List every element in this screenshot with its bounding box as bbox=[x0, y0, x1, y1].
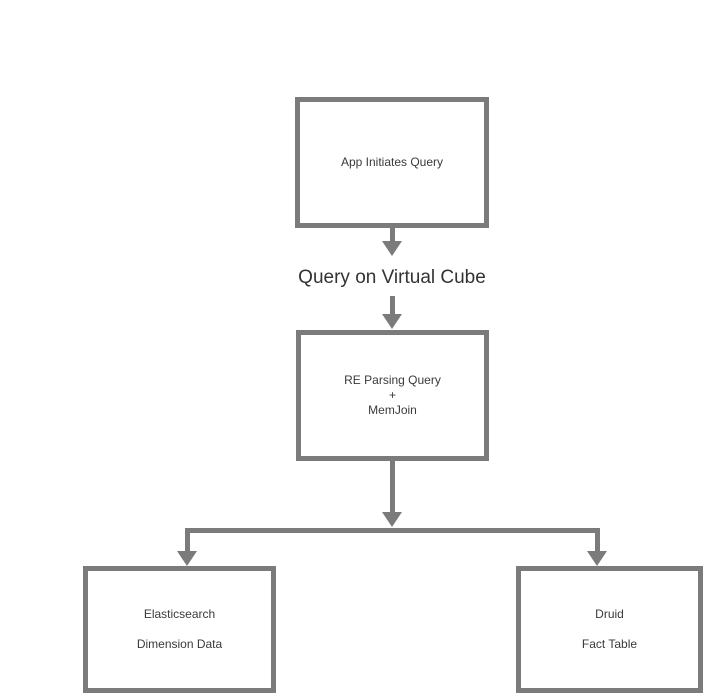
branch-left-drop bbox=[185, 528, 190, 551]
branch-right-drop bbox=[595, 528, 600, 551]
node-druid: Druid Fact Table bbox=[516, 566, 703, 693]
node-label-line: Elasticsearch bbox=[143, 607, 216, 621]
node-label-line: Druid bbox=[595, 607, 624, 621]
node-label-line: Fact Table bbox=[581, 637, 638, 651]
arrow-down-icon bbox=[177, 551, 197, 566]
branch-horizontal-line bbox=[185, 528, 600, 533]
node-elasticsearch: Elasticsearch Dimension Data bbox=[83, 566, 276, 693]
arrow-down-icon bbox=[382, 314, 402, 329]
arrow-parse-to-branch-shaft bbox=[390, 461, 395, 512]
node-label-line: + bbox=[388, 388, 396, 402]
arrow-down-icon bbox=[382, 512, 402, 527]
node-app-initiates-query: App Initiates Query bbox=[295, 97, 489, 228]
node-label-line: RE Parsing Query bbox=[344, 373, 441, 387]
node-label-line: Dimension Data bbox=[136, 637, 223, 651]
node-re-parsing-query: RE Parsing Query + MemJoin bbox=[296, 330, 489, 461]
arrow-title-to-parse-shaft bbox=[390, 296, 395, 314]
arrow-down-icon bbox=[587, 551, 607, 566]
diagram-title: Query on Virtual Cube bbox=[298, 267, 486, 288]
arrow-down-icon bbox=[382, 241, 402, 256]
node-label-line: MemJoin bbox=[368, 403, 417, 417]
arrow-app-to-title-shaft bbox=[390, 228, 395, 241]
node-label: App Initiates Query bbox=[340, 155, 444, 169]
